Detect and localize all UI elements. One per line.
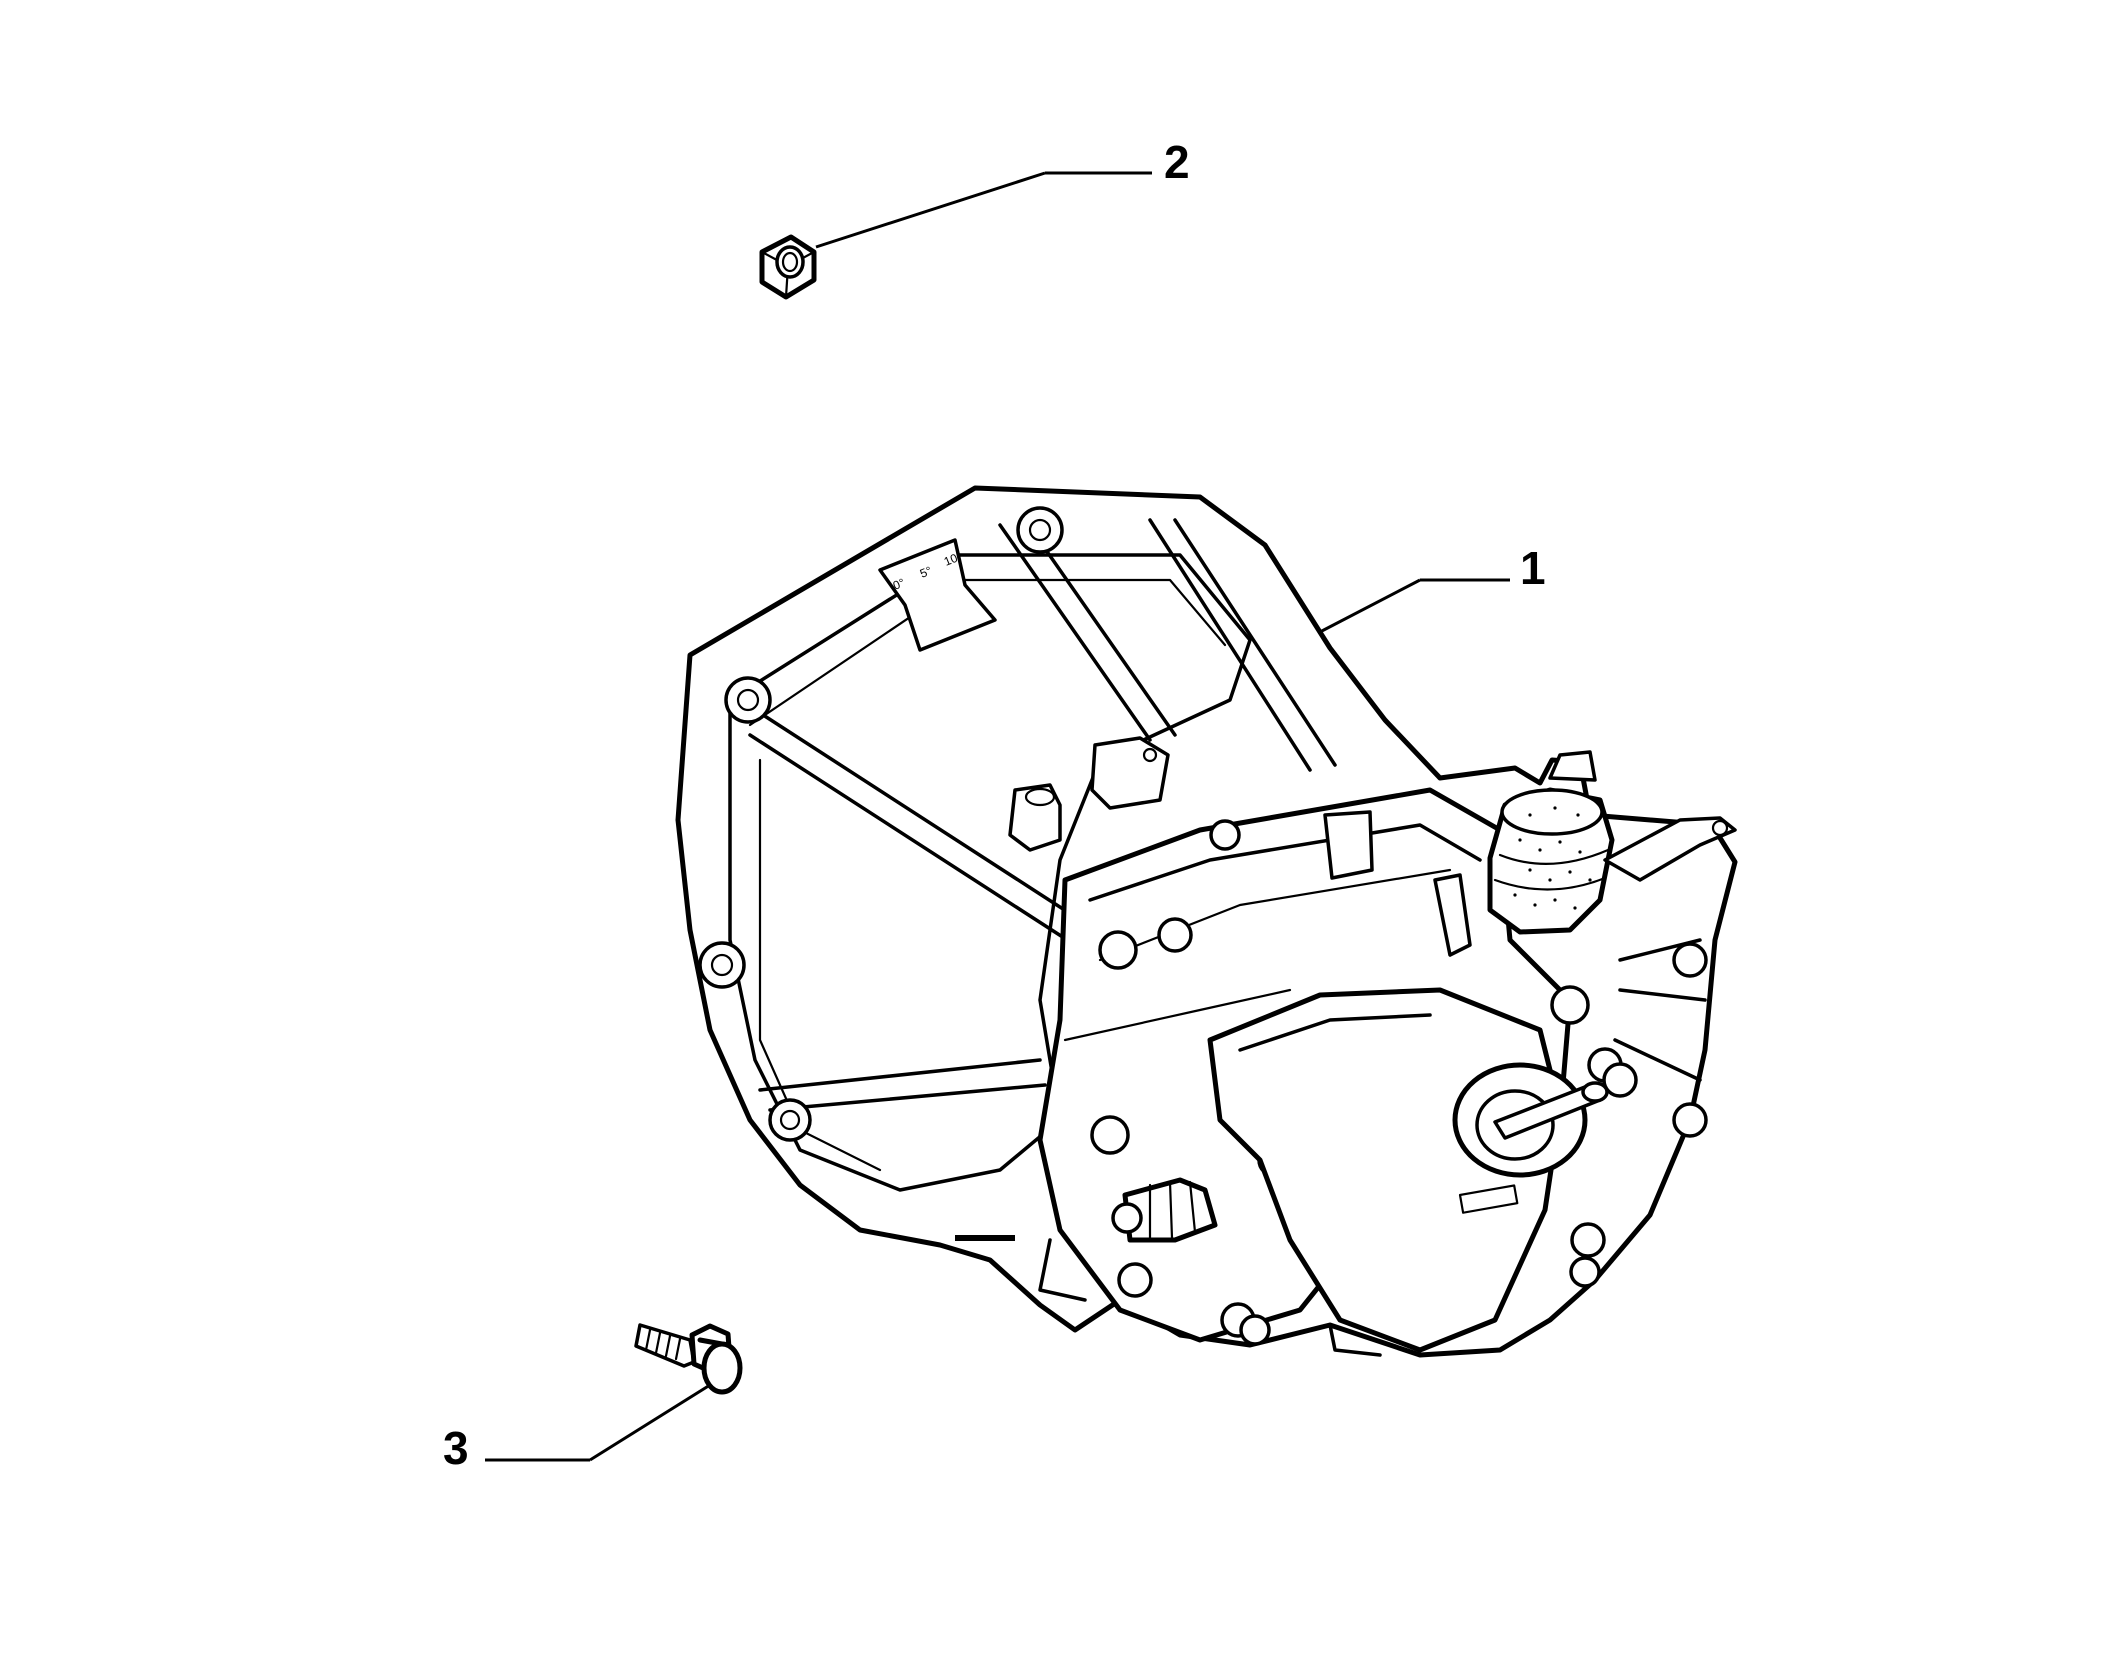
callout-3-label: 3 <box>443 1422 469 1474</box>
callout-1-label: 1 <box>1520 542 1546 594</box>
leader-line-2 <box>815 171 1046 249</box>
bolt-icon[interactable] <box>634 1323 743 1395</box>
hex-nut-icon[interactable] <box>759 234 817 300</box>
scale-mark-10: 10° <box>942 549 964 569</box>
callout-2-label: 2 <box>1164 136 1190 188</box>
gearbox-assembly-icon[interactable]: 0° 5° 10° <box>675 485 1738 1358</box>
leader-line-1 <box>1317 578 1421 635</box>
scale-mark-0: 0° <box>891 575 907 592</box>
scale-mark-5: 5° <box>918 563 934 580</box>
leader-line-3 <box>589 1383 711 1462</box>
